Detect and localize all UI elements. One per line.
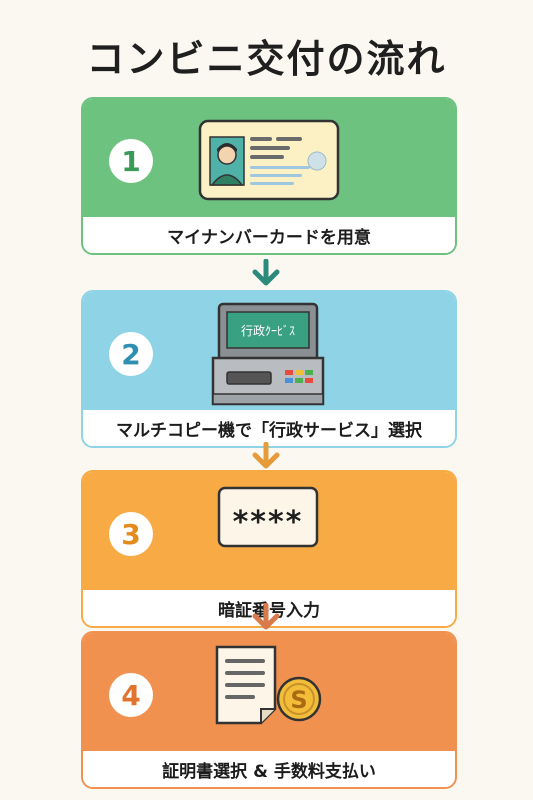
- step-1-number: 1: [109, 139, 153, 183]
- step-2-band: 2 行政ｸｰﾋﾞｽ: [83, 292, 455, 410]
- step-3-number: 3: [109, 512, 153, 556]
- step-1-card: 1 マイナンバーカードを用意: [81, 97, 457, 255]
- arrow-down-icon-2: [252, 442, 280, 469]
- step-2-card: 2 行政ｸｰﾋﾞｽ マルチコピー機で「行政サービス」選択: [81, 290, 457, 448]
- step-2-number: 2: [109, 332, 153, 376]
- step-1-band: 1: [83, 99, 455, 217]
- certificate-coin-icon: S: [215, 645, 322, 725]
- step-4-number: 4: [109, 673, 153, 717]
- step-3-card: 3 **** 暗証番号入力: [81, 470, 457, 628]
- coin-symbol: S: [290, 686, 307, 714]
- step-4-card: 4 S 証明書選択 & 手数料支払い: [81, 631, 457, 789]
- arrow-down-icon-3: [252, 603, 280, 630]
- page-title: コンビニ交付の流れ: [86, 37, 447, 81]
- step-1-label: マイナンバーカードを用意: [83, 217, 455, 253]
- step-3-band: 3 ****: [83, 472, 455, 590]
- pin-input-icon: ****: [217, 486, 319, 548]
- step-3-label: 暗証番号入力: [83, 590, 455, 626]
- step-2-label: マルチコピー機で「行政サービス」選択: [83, 410, 455, 446]
- step-4-band: 4 S: [83, 633, 455, 751]
- multicopy-machine-icon: 行政ｸｰﾋﾞｽ: [211, 302, 325, 406]
- arrow-down-icon-1: [252, 259, 280, 286]
- pin-text: ****: [233, 505, 304, 540]
- step-4-label: 証明書選択 & 手数料支払い: [83, 751, 455, 787]
- machine-screen-text: 行政ｸｰﾋﾞｽ: [241, 324, 295, 338]
- id-card-icon: [198, 119, 340, 201]
